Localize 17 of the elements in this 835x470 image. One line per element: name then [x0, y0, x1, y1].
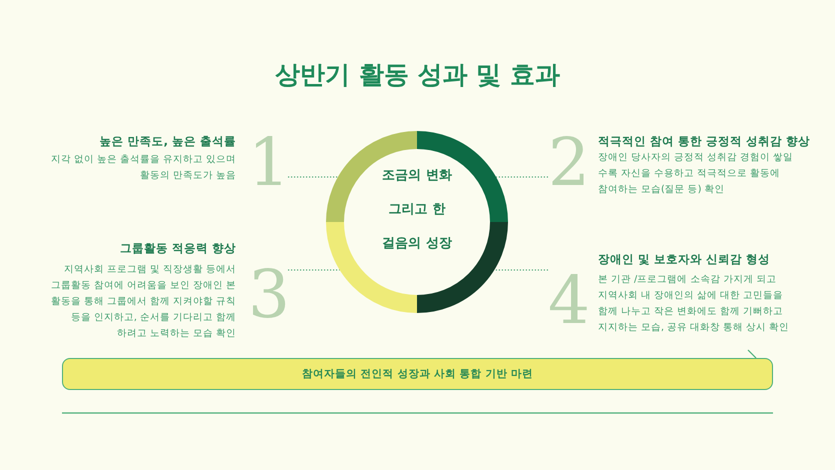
banner-text: 참여자들의 전인적 성장과 사회 통합 기반 마련	[62, 358, 773, 390]
item-description: 본 기관 /프로그램에 소속감 가지게 되고 지역사회 내 장애인의 삶에 대한 고민들을 함께 나누고 작은 변화에도 함께 기뻐하고 지지하는 모습, 공유 대화창 통해 상시 확인	[598, 273, 790, 335]
item-heading: 적극적인 참여 통한 긍정적 성취감 향상	[598, 134, 810, 149]
connector-line	[288, 176, 338, 178]
item-heading: 장애인 및 보호자와 신뢰감 형성	[598, 252, 770, 267]
item-heading: 그룹활동 적응력 향상	[120, 241, 236, 256]
step-number: 1	[248, 130, 290, 196]
step-number: 2	[548, 130, 590, 196]
step-number: 3	[248, 262, 290, 328]
connector-line	[496, 176, 548, 178]
title: 상반기 활동 성과 및 효과	[274, 59, 561, 91]
step-number: 4	[548, 268, 590, 334]
item-heading: 높은 만족도, 높은 출석률	[100, 134, 236, 149]
item-description: 지각 없이 높은 출석률을 유지하고 있으며 활동의 만족도가 높음	[50, 153, 236, 183]
center-text: 조금의 변화 그리고 한 걸음의 성장	[381, 167, 453, 253]
item-description: 지역사회 프로그램 및 직장생활 등에서 그룹활동 참여에 어려움을 보인 장애인 본 활동을 통해 그룹에서 함께 지켜야할 규칙 등을 인지하고, 순서를 기다리고 함께 하려고 노력하는 모습 확인	[50, 263, 236, 341]
item-description: 장애인 당사자의 긍정적 성취감 경험이 쌓일 수록 자신을 수용하고 적극적으로 활동에 참여하는 모습(질문 등) 확인	[598, 151, 794, 197]
